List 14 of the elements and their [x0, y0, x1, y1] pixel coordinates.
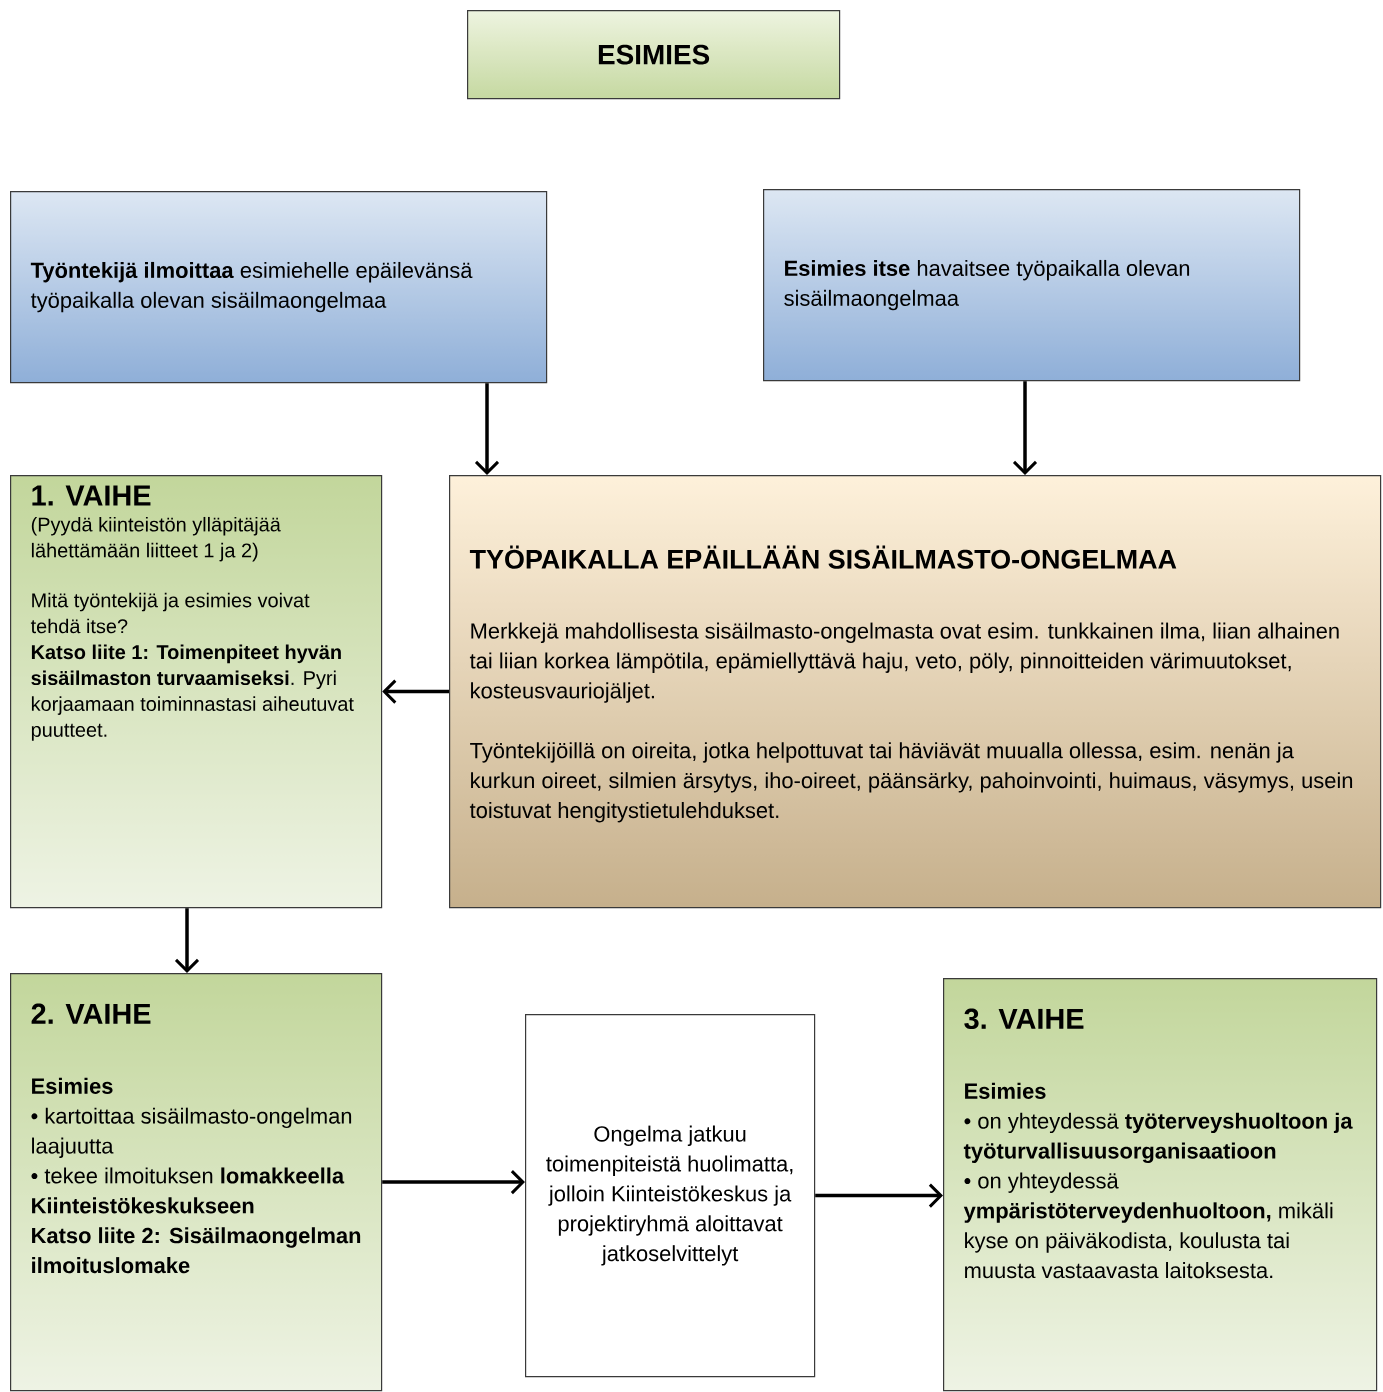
- report-box: Esimies itse havaitsee työpaikalla olevan sisäilmaongelmaa: [763, 189, 1301, 382]
- arrow: [174, 908, 200, 973]
- problem-box: TYÖPAIKALLA EPÄILLÄÄN SISÄILMASTO-ONGELMAA Merkkejä mahdollisesta sisäilmasto-ongelmasta ovat esim. tunkkainen ilma, liian alhainen tai liian korkea lämpötila, epämiellyttävä haju, veto, pöly, pinnoitteiden värimuutokset, kosteusvauriojäljet. Työntekijöillä on oireita, jotka helpottuvat tai häviävät muualla ollessa, esim. nenän ja kurkun oireet, silmien ärsytys, iho-oireet, päänsärky, pahoinvointi, huimaus, väsymys, usein toistuvat hengitystietulehdukset.: [449, 475, 1382, 909]
- note-box: Ongelma jatkuu toimenpiteistä huolimatta, jolloin Kiinteistökeskus ja projektiryhmä aloittavat jatkoselvittelyt: [525, 1014, 816, 1378]
- report-box: Työntekijä ilmoittaa esimiehelle epäilevänsä työpaikalla olevan sisäilmaongelmaa: [10, 191, 548, 384]
- title-box: ESIMIES: [467, 10, 841, 100]
- arrow: [474, 383, 500, 475]
- step-box: 1. VAIHE (Pyydä kiinteistön ylläpitäjää lähettämään liitteet 1 ja 2) Mitä työntekijä ja esimies voivat tehdä itse? Katso liite 1: Toimenpiteet hyvän sisäilmaston turvaamiseksi. Pyri korjaamaan toiminnastasi aiheutuvat puutteet.: [10, 475, 383, 909]
- step-box: 2. VAIHE Esimies • kartoittaa sisäilmasto-ongelman laajuutta • tekee ilmoituksen lomakkeella Kiinteistökeskukseen Katso liite 2: Sisäilmaongelman ilmoituslomake: [10, 973, 383, 1392]
- arrow: [1012, 381, 1038, 475]
- arrow: [815, 1183, 943, 1208]
- arrow: [382, 679, 449, 704]
- arrow: [382, 1170, 525, 1195]
- step-box: 3. VAIHE Esimies • on yhteydessä työterveyshuoltoon ja työturvallisuusorganisaatioon • on yhteydessä ympäristöterveydenhuoltoon, mikäli kyse on päiväkodista, koulusta tai muusta vastaavasta laitoksesta.: [943, 978, 1378, 1392]
